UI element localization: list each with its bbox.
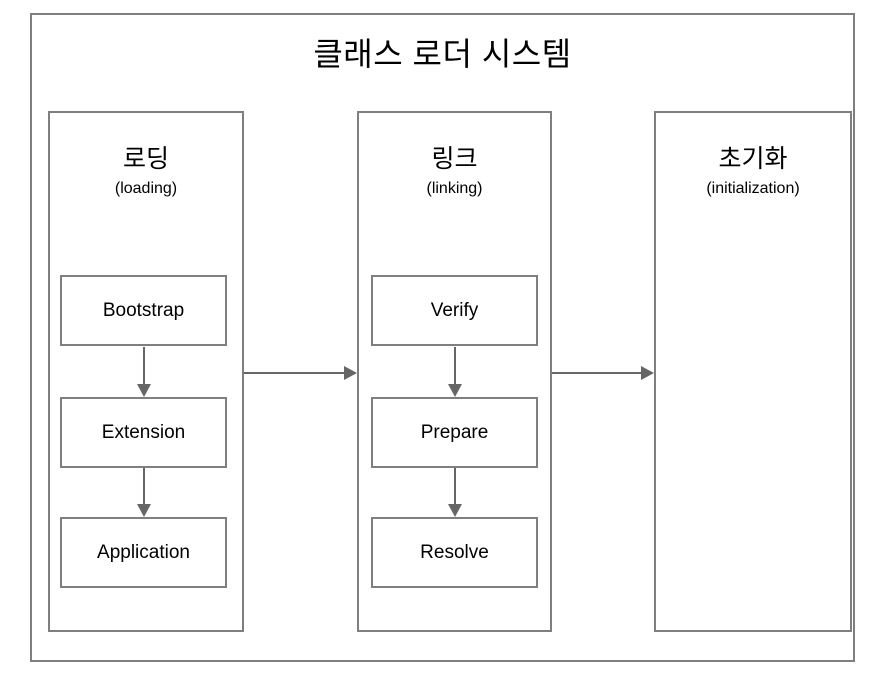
phase-title-en-linking: (linking) xyxy=(426,180,483,197)
phase-box-initialization: 초기화 (initialization) xyxy=(654,111,852,632)
arrow-line xyxy=(454,468,456,504)
phase-title-ko-loading: 로딩 xyxy=(122,145,169,173)
phase-header-initialization: 초기화 (initialization) xyxy=(656,143,850,200)
phase-header-linking: 링크 (linking) xyxy=(359,143,550,200)
arrow-head-right-icon xyxy=(344,366,357,380)
arrow-head-right-icon xyxy=(641,366,654,380)
arrow-head-down-icon xyxy=(137,384,151,397)
arrow-head-down-icon xyxy=(448,384,462,397)
step-label-extension: Extension xyxy=(101,421,186,443)
phase-title-en-initialization: (initialization) xyxy=(706,180,800,197)
step-box-extension: Extension xyxy=(60,397,227,468)
phase-title-en-loading: (loading) xyxy=(114,180,178,197)
phase-header-loading: 로딩 (loading) xyxy=(50,143,242,200)
arrow-prepare-to-resolve xyxy=(447,468,463,517)
arrow-head-down-icon xyxy=(137,504,151,517)
phase-title-ko-initialization: 초기화 xyxy=(718,145,788,173)
step-box-bootstrap: Bootstrap xyxy=(60,275,227,346)
arrow-line xyxy=(143,347,145,384)
step-box-prepare: Prepare xyxy=(371,397,538,468)
step-label-application: Application xyxy=(97,541,190,563)
step-label-bootstrap: Bootstrap xyxy=(102,299,185,321)
arrow-extension-to-application xyxy=(136,468,152,517)
phase-title-ko-linking: 링크 xyxy=(431,145,478,173)
arrow-line xyxy=(552,372,641,374)
arrow-loading-to-linking xyxy=(244,365,357,381)
arrow-line xyxy=(244,372,344,374)
step-label-verify: Verify xyxy=(430,299,479,321)
arrow-line xyxy=(143,468,145,504)
arrow-bootstrap-to-extension xyxy=(136,347,152,397)
step-box-application: Application xyxy=(60,517,227,588)
diagram-title: 클래스 로더 시스템 xyxy=(313,36,572,72)
step-box-verify: Verify xyxy=(371,275,538,346)
arrow-line xyxy=(454,347,456,384)
step-label-resolve: Resolve xyxy=(420,541,489,563)
step-box-resolve: Resolve xyxy=(371,517,538,588)
step-label-prepare: Prepare xyxy=(420,421,489,443)
arrow-head-down-icon xyxy=(448,504,462,517)
arrow-verify-to-prepare xyxy=(447,347,463,397)
arrow-linking-to-initialization xyxy=(552,365,654,381)
